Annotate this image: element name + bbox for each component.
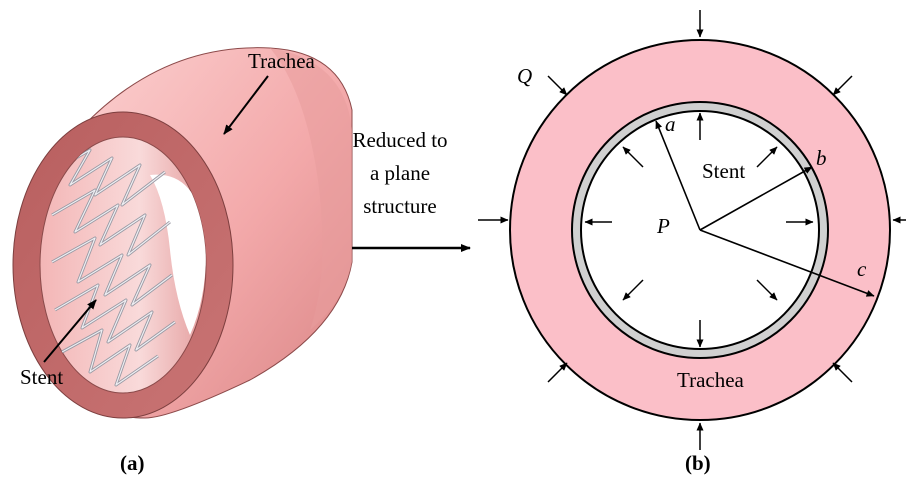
panel-b: Q P a b c Stent Trachea (b) <box>478 10 906 475</box>
external-load-arrows <box>478 10 906 450</box>
panel-a: Trachea Stent (a) <box>12 47 353 475</box>
label-stent-a: Stent <box>20 365 63 389</box>
label-c: c <box>857 257 867 281</box>
label-b: b <box>816 146 827 170</box>
label-a: a <box>665 112 676 136</box>
internal-pressure-arrows <box>584 112 814 348</box>
stent-wire-highlight <box>51 149 176 386</box>
transition: Reduced to a plane structure <box>352 128 471 252</box>
radius-a-line <box>655 120 701 231</box>
trachea-far-rim <box>270 48 352 330</box>
label-Q: Q <box>517 64 532 88</box>
caption-b: (b) <box>685 451 711 475</box>
label-P: P <box>656 214 670 238</box>
radius-c-line <box>699 229 875 297</box>
transition-line-3: structure <box>363 194 436 218</box>
label-trachea-b: Trachea <box>677 368 745 392</box>
radius-b-line <box>699 166 813 231</box>
trachea-pointer-arrow <box>223 75 269 135</box>
lumen-far-opening <box>150 174 206 335</box>
label-stent-b: Stent <box>702 159 745 183</box>
transition-line-1: Reduced to <box>352 128 447 152</box>
stent-pointer-arrow <box>43 299 97 363</box>
caption-a: (a) <box>120 451 145 475</box>
transition-line-2: a plane <box>370 161 430 185</box>
label-trachea-a: Trachea <box>248 49 316 73</box>
